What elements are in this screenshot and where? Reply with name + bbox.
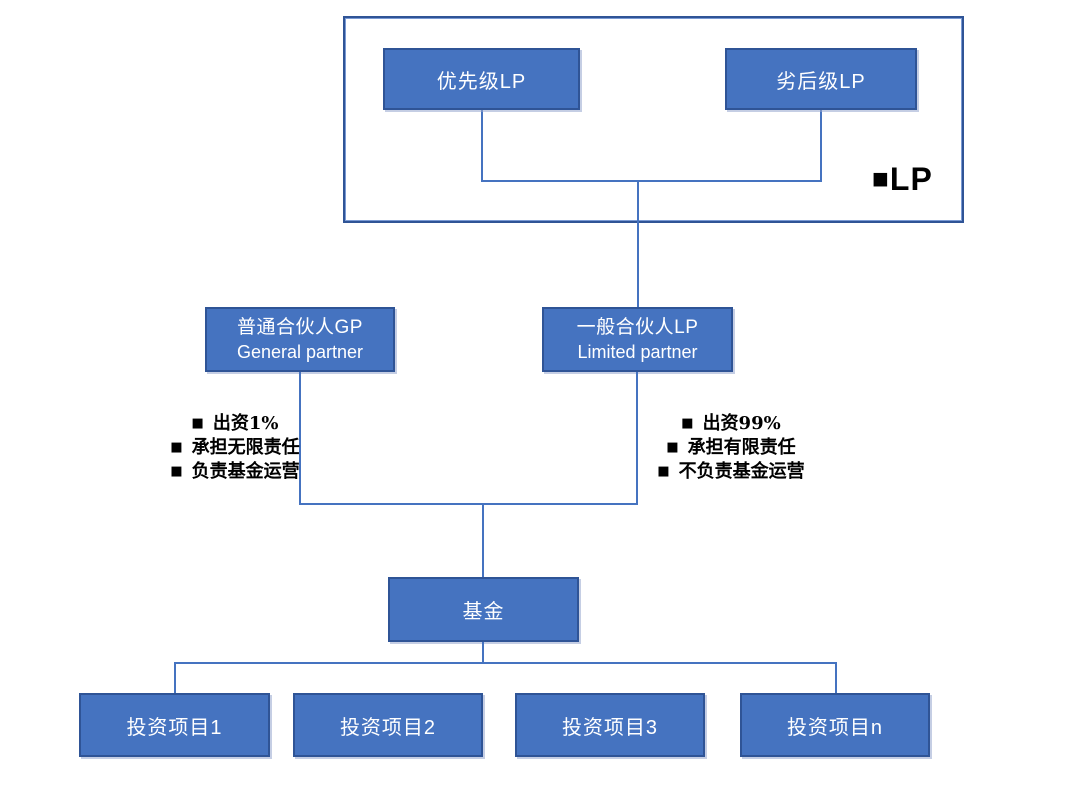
bullet-square-icon: ■ <box>666 440 679 455</box>
project-label: 投资项目2 <box>339 716 437 739</box>
junior-lp-box: 劣后级LP <box>725 48 917 110</box>
lp-box-title-cn: 一般合伙人LP <box>576 316 699 338</box>
lp-note-item: ■ 承担有限责任 <box>626 436 836 460</box>
connector-projectn-drop <box>835 662 837 693</box>
gp-box-title-en: General partner <box>236 341 364 362</box>
gp-box-title-cn: 普通合伙人GP <box>237 316 363 338</box>
bullet-square-icon: ■ <box>681 416 694 431</box>
junior-lp-label: 劣后级LP <box>776 70 866 93</box>
lp-notes: ■ 出资99% ■ 承担有限责任 ■ 不负责基金运营 <box>626 412 836 484</box>
project-box-2: 投资项目2 <box>293 693 483 757</box>
project-box-1: 投资项目1 <box>79 693 270 757</box>
gp-note-item: ■ 出资1% <box>130 412 340 436</box>
lp-note-text: 不负责基金运营 <box>678 461 805 482</box>
lp-group-box <box>343 16 964 223</box>
lp-note-text: 出资99% <box>702 413 781 434</box>
connector-projects-horizontal <box>174 662 837 664</box>
lp-note-item: ■ 出资99% <box>626 412 836 436</box>
connector-lp-horizontal <box>481 180 822 182</box>
connector-fund-drop <box>482 642 484 664</box>
lp-box: 一般合伙人LP Limited partner <box>542 307 733 372</box>
project-label: 投资项目n <box>786 716 884 739</box>
gp-box: 普通合伙人GP General partner <box>205 307 395 372</box>
project-label: 投资项目1 <box>126 716 223 739</box>
lp-legend-square-icon: ■ <box>872 163 889 194</box>
bullet-square-icon: ■ <box>191 416 204 431</box>
lp-note-item: ■ 不负责基金运营 <box>626 460 836 484</box>
bullet-square-icon: ■ <box>657 464 670 479</box>
lp-box-title-en: Limited partner <box>577 341 698 362</box>
project-box-n: 投资项目n <box>740 693 930 757</box>
gp-note-text: 承担无限责任 <box>191 437 300 458</box>
connector-merge-horizontal <box>299 503 638 505</box>
project-label: 投资项目3 <box>561 716 659 739</box>
lp-legend-label: LP <box>889 161 933 197</box>
connector-group-to-lp-box <box>637 180 639 307</box>
connector-gp-drop <box>299 372 301 505</box>
project-box-3: 投资项目3 <box>515 693 705 757</box>
gp-note-item: ■ 负责基金运营 <box>130 460 340 484</box>
connector-merge-to-fund <box>482 503 484 577</box>
connector-senior-lp-drop <box>481 110 483 182</box>
gp-note-item: ■ 承担无限责任 <box>130 436 340 460</box>
bullet-square-icon: ■ <box>170 464 183 479</box>
fund-label: 基金 <box>462 601 505 623</box>
connector-lp-drop <box>636 372 638 505</box>
bullet-square-icon: ■ <box>170 440 183 455</box>
lp-note-text: 承担有限责任 <box>687 437 796 458</box>
connector-project1-drop <box>174 662 176 693</box>
connector-junior-lp-drop <box>820 110 822 182</box>
gp-notes: ■ 出资1% ■ 承担无限责任 ■ 负责基金运营 <box>130 412 340 484</box>
gp-note-text: 出资1% <box>212 413 279 434</box>
gp-note-text: 负责基金运营 <box>191 461 300 482</box>
fund-box: 基金 <box>388 577 579 642</box>
lp-legend: ■ LP <box>872 160 933 198</box>
senior-lp-label: 优先级LP <box>436 70 527 93</box>
senior-lp-box: 优先级LP <box>383 48 580 110</box>
